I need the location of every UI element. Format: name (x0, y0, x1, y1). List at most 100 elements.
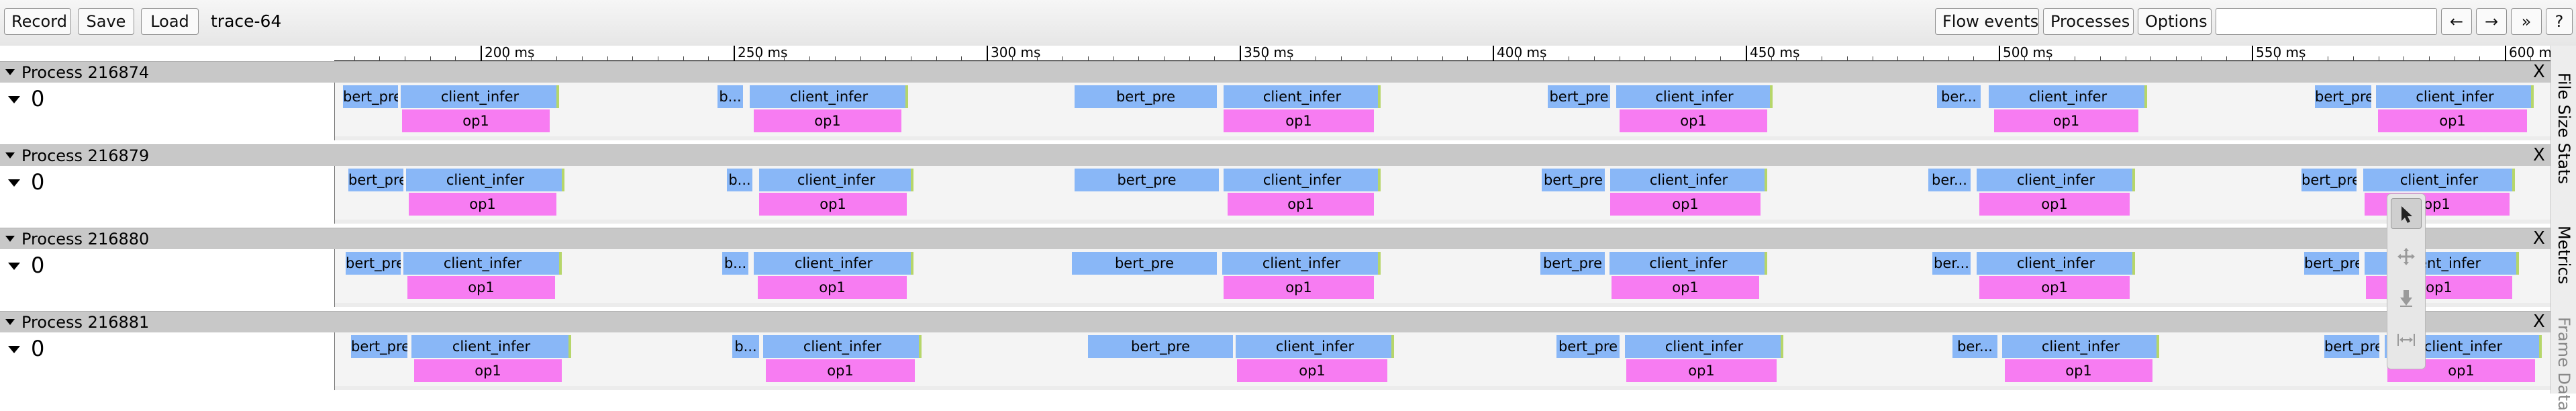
slice-op1[interactable]: op1 (1994, 109, 2138, 132)
slice-bert-pre[interactable]: bert_pre (2304, 252, 2359, 275)
slice-client-infer[interactable]: client_infer (1224, 169, 1381, 191)
slice-op1[interactable]: op1 (1620, 109, 1767, 132)
slice-client-infer[interactable]: client_infer (2363, 169, 2515, 191)
collapse-triangle-icon[interactable] (5, 69, 15, 75)
slice-client-infer[interactable]: client_infer (750, 85, 908, 108)
timing-icon[interactable] (2391, 324, 2422, 355)
slice-op1[interactable]: op1 (766, 359, 915, 382)
slice-op1[interactable]: op1 (1237, 359, 1387, 382)
slice-client-infer[interactable]: client_infer (763, 335, 922, 358)
slice-client-infer[interactable]: client_infer (2002, 335, 2159, 358)
slice-bert-pre[interactable]: bert_pre (348, 169, 403, 191)
close-process-button[interactable]: X (2533, 312, 2545, 332)
select-arrow-icon[interactable] (2391, 198, 2422, 229)
slice-bert-pre[interactable]: bert_pre (351, 335, 407, 358)
slice-op1[interactable]: op1 (758, 276, 907, 299)
slice-op1[interactable]: op1 (414, 359, 562, 382)
collapse-triangle-icon[interactable] (5, 152, 15, 158)
find-next-button[interactable]: → (2476, 8, 2507, 35)
slice-op1[interactable]: op1 (409, 193, 556, 216)
slice-bert-pre[interactable]: ber... (1932, 252, 1971, 275)
expand-thread-triangle-icon[interactable] (8, 179, 20, 187)
tab-frame-data[interactable]: Frame Data (2555, 317, 2573, 411)
slice-op1[interactable]: op1 (407, 276, 555, 299)
slice-bert-pre[interactable]: bert_pre (2301, 169, 2357, 191)
slice-bert-pre[interactable]: b... (722, 252, 748, 275)
close-process-button[interactable]: X (2533, 228, 2545, 248)
slice-client-infer[interactable]: client_infer (1610, 169, 1767, 191)
processes-button[interactable]: Processes (2043, 8, 2134, 35)
slice-client-infer[interactable]: client_infer (759, 169, 913, 191)
flow-events-button[interactable]: Flow events (1935, 8, 2039, 35)
pan-icon[interactable] (2391, 241, 2422, 272)
slice-bert-pre[interactable]: bert_pre (1540, 252, 1605, 275)
tab-file-size-stats[interactable]: File Size Stats (2555, 73, 2573, 184)
slice-op1[interactable]: op1 (1224, 109, 1374, 132)
zoom-icon[interactable] (2391, 283, 2422, 314)
slice-client-infer[interactable]: client_infer (403, 252, 562, 275)
tab-metrics[interactable]: Metrics (2555, 226, 2573, 285)
slice-client-infer[interactable]: client_infer (1616, 85, 1773, 108)
slice-client-infer[interactable]: client_infer (401, 85, 559, 108)
slice-client-infer[interactable]: client_infer (1609, 252, 1767, 275)
slice-bert-pre[interactable]: ber... (1952, 335, 1997, 358)
slice-op1[interactable]: op1 (1610, 193, 1761, 216)
slice-op1[interactable]: op1 (1626, 359, 1777, 382)
slice-client-infer[interactable]: client_infer (2376, 85, 2534, 108)
slice-client-infer[interactable]: client_infer (1236, 335, 1394, 358)
expand-search-button[interactable]: » (2511, 8, 2542, 35)
slice-op1[interactable]: op1 (402, 109, 550, 132)
collapse-triangle-icon[interactable] (5, 319, 15, 325)
slice-op1[interactable]: op1 (754, 109, 901, 132)
slice-client-infer[interactable]: client_infer (1977, 252, 2135, 275)
close-process-button[interactable]: X (2533, 62, 2545, 82)
slice-bert-pre[interactable]: bert_pre (1542, 169, 1605, 191)
slice-bert-pre[interactable]: bert_pre (1556, 335, 1620, 358)
slice-client-infer[interactable]: client_infer (1989, 85, 2147, 108)
slice-bert-pre[interactable]: bert_pre (1075, 85, 1217, 108)
slice-op1[interactable]: op1 (1224, 276, 1374, 299)
slice-op1[interactable]: op1 (1979, 193, 2130, 216)
save-button[interactable]: Save (78, 8, 134, 35)
slice-bert-pre[interactable]: ber... (1928, 169, 1971, 191)
slice-bert-pre[interactable]: bert_pre (343, 85, 398, 108)
find-previous-button[interactable]: ← (2441, 8, 2472, 35)
load-button[interactable]: Load (141, 8, 199, 35)
expand-thread-triangle-icon[interactable] (8, 96, 20, 103)
help-button[interactable]: ? (2546, 8, 2573, 35)
slice-bert-pre[interactable]: bert_pre (2324, 335, 2379, 358)
slice-bert-pre[interactable]: bert_pre (1072, 252, 1217, 275)
slice-client-infer[interactable]: client_infer (1977, 169, 2135, 191)
slice-op1[interactable]: op1 (2378, 109, 2527, 132)
slice-op1[interactable]: op1 (1612, 276, 1759, 299)
slice-bert-pre[interactable]: b... (732, 335, 759, 358)
slice-bert-pre[interactable]: b... (717, 85, 743, 108)
slice-op1[interactable]: op1 (1979, 276, 2130, 299)
slice-bert-pre[interactable]: bert_pre (2315, 85, 2371, 108)
record-button[interactable]: Record (4, 8, 71, 35)
close-process-button[interactable]: X (2533, 145, 2545, 165)
expand-thread-triangle-icon[interactable] (8, 263, 20, 270)
slice-client-infer[interactable]: client_infer (1625, 335, 1783, 358)
slice-bert-pre[interactable]: bert_pre (346, 252, 401, 275)
slice-bert-pre[interactable]: b... (727, 169, 752, 191)
slice-op1[interactable]: op1 (759, 193, 907, 216)
slice-client-infer[interactable]: client_infer (406, 169, 564, 191)
slice-client-infer[interactable]: client_infer (1224, 85, 1381, 108)
slice-bert-pre[interactable]: ber... (1937, 85, 1981, 108)
slice-bert-pre[interactable]: bert_pre (1548, 85, 1610, 108)
slice-bert-pre[interactable]: bert_pre (1075, 169, 1219, 191)
slice-bert-pre[interactable]: bert_pre (1088, 335, 1233, 358)
search-input[interactable] (2216, 8, 2437, 35)
collapse-triangle-icon[interactable] (5, 236, 15, 242)
slice-op1[interactable]: op1 (1228, 193, 1374, 216)
